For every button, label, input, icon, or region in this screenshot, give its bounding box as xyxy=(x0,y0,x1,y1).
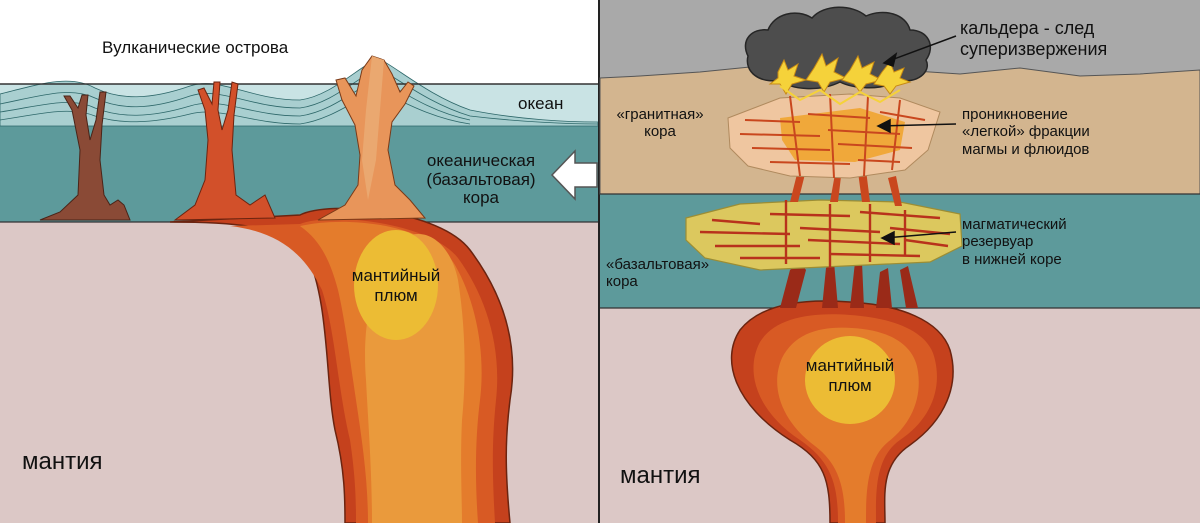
right-mantle-label: мантия xyxy=(620,462,701,489)
caldera-fissures xyxy=(779,85,901,106)
eruption-bursts xyxy=(768,52,912,95)
annotation-arrows xyxy=(876,35,957,246)
plate-motion-arrow-icon xyxy=(550,149,598,201)
reservoir-arrow xyxy=(883,231,957,239)
volcanic-islands-label: Вулканические острова xyxy=(102,38,289,57)
caldera-arrowhead-icon xyxy=(882,52,898,67)
right-panel xyxy=(599,0,1200,523)
left-plume-core xyxy=(354,230,438,340)
left-mantle-label: мантия xyxy=(22,448,103,475)
basalt-crust-label: «базальтовая» кора xyxy=(606,256,710,291)
granite-crust-label: «гранитная» кора xyxy=(616,106,704,141)
reservoir-label: магматический резервуар в нижней коре xyxy=(962,216,1067,268)
right-plume-core xyxy=(805,336,895,424)
sediment-line-1 xyxy=(0,67,599,125)
caldera-arrow xyxy=(885,35,957,63)
penetration-label: проникновение «легкой» фракции магмы и ф… xyxy=(962,106,1090,158)
right-plume-label: мантийный плюм xyxy=(805,356,895,395)
feeder-dykes-lower xyxy=(780,262,918,308)
penetration-arrowhead-icon xyxy=(876,118,891,134)
eroded-old-volcano xyxy=(39,91,131,221)
seafloor-sediment-layers xyxy=(0,57,599,127)
oceanic-crust-label: океаническая (базальтовая) кора xyxy=(426,151,536,208)
caldera-label: кальдера - след суперизвержения xyxy=(960,18,1108,59)
penetration-arrow xyxy=(879,123,957,127)
left-plume-label: мантийный плюм xyxy=(351,266,441,305)
reservoir-arrowhead-icon xyxy=(880,230,895,246)
ocean-label: океан xyxy=(518,94,564,113)
granite-magma-hot-zone xyxy=(780,108,905,162)
middle-volcano xyxy=(173,81,276,221)
left-panel xyxy=(0,0,599,523)
granite-sills xyxy=(739,93,926,179)
young-volcano-vent xyxy=(362,56,384,200)
